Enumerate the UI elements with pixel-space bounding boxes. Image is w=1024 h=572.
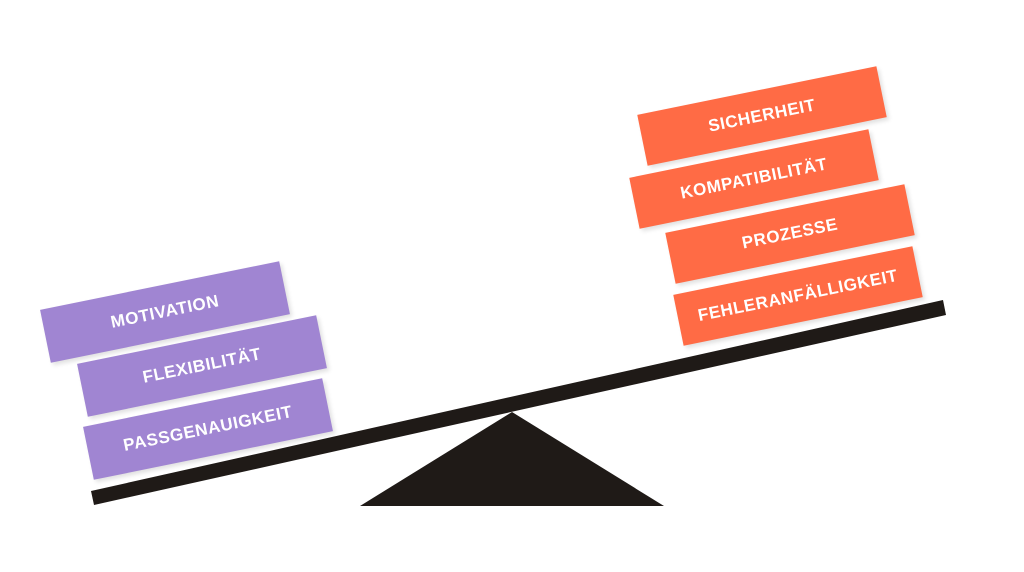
left-block-label: MOTIVATION [109, 291, 221, 332]
seesaw-fulcrum [360, 412, 664, 506]
left-block-label: FLEXIBILITÄT [140, 344, 263, 387]
right-block-label: PROZESSE [740, 214, 840, 253]
right-block-label: SICHERHEIT [706, 95, 818, 136]
seesaw-beam [91, 300, 946, 505]
